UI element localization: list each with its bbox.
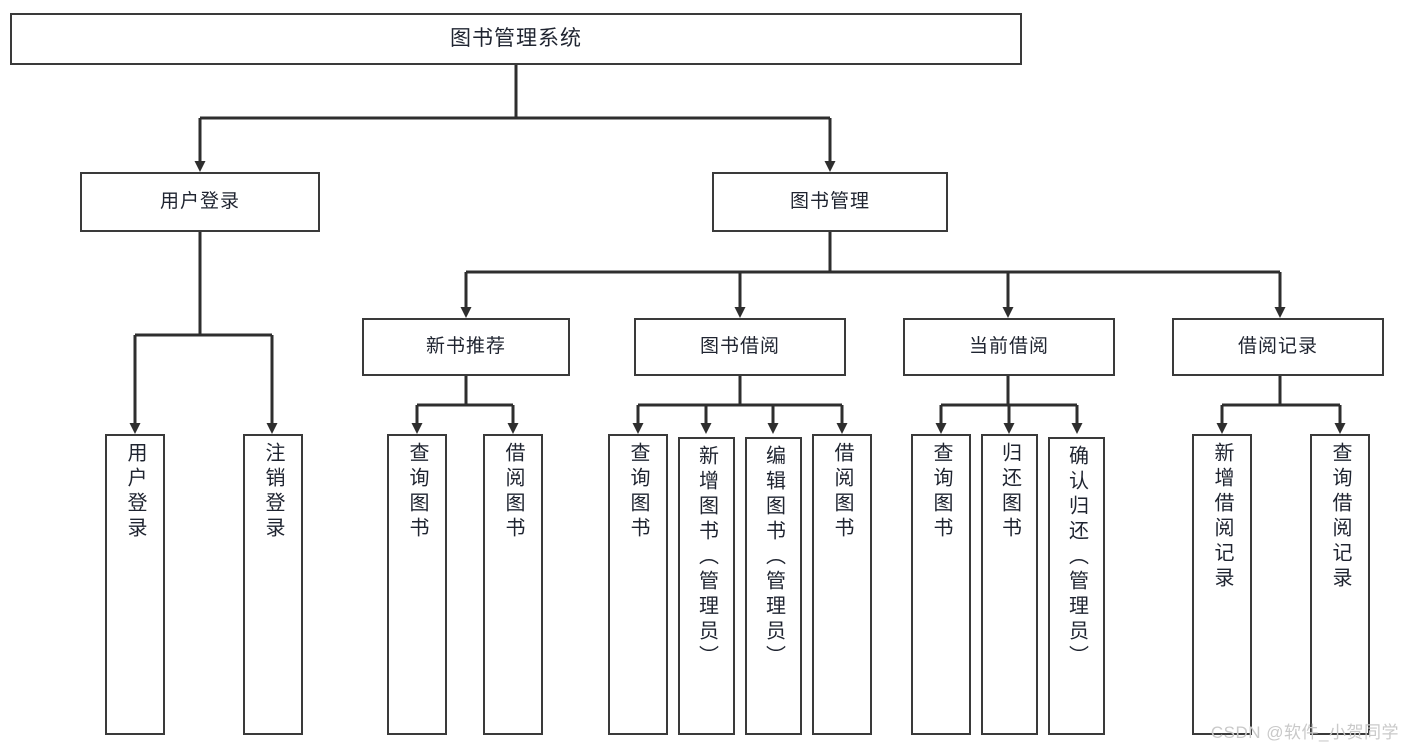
node-book-borrow[interactable]: 图书借阅 [634, 318, 846, 376]
node-new-book-recommend[interactable]: 新书推荐 [362, 318, 570, 376]
leaf-newbook-borrow-book[interactable]: 借阅图书 [483, 434, 543, 735]
leaf-bookborrow-add-book-label: 新增图书（管理员） [695, 445, 718, 670]
leaf-newbook-query-book-label: 查询图书 [406, 442, 428, 542]
node-user-login-label: 用户登录 [159, 191, 240, 213]
leaf-bookborrow-add-book[interactable]: 新增图书（管理员） [678, 437, 735, 735]
leaf-user-logout-label: 注销登录 [262, 442, 284, 542]
leaf-currentborrow-return-book[interactable]: 归还图书 [981, 434, 1038, 735]
node-borrow-record-label: 借阅记录 [1237, 336, 1318, 358]
leaf-bookborrow-query-book[interactable]: 查询图书 [608, 434, 668, 735]
leaf-newbook-query-book[interactable]: 查询图书 [387, 434, 447, 735]
leaf-borrowrecord-query-record-label: 查询借阅记录 [1329, 442, 1351, 592]
leaf-bookborrow-edit-book[interactable]: 编辑图书（管理员） [745, 437, 802, 735]
leaf-user-logout[interactable]: 注销登录 [243, 434, 303, 735]
leaf-bookborrow-borrow-book[interactable]: 借阅图书 [812, 434, 872, 735]
leaf-newbook-borrow-book-label: 借阅图书 [502, 442, 524, 542]
node-user-login[interactable]: 用户登录 [80, 172, 320, 232]
leaf-currentborrow-return-book-label: 归还图书 [998, 442, 1021, 542]
leaf-currentborrow-confirm-return-label: 确认归还（管理员） [1065, 445, 1088, 670]
node-new-book-recommend-label: 新书推荐 [425, 336, 506, 358]
leaf-bookborrow-edit-book-label: 编辑图书（管理员） [762, 445, 785, 670]
node-root-system[interactable]: 图书管理系统 [10, 13, 1022, 65]
leaf-user-login[interactable]: 用户登录 [105, 434, 165, 735]
node-borrow-record[interactable]: 借阅记录 [1172, 318, 1384, 376]
leaf-bookborrow-borrow-book-label: 借阅图书 [831, 442, 853, 542]
node-book-management[interactable]: 图书管理 [712, 172, 948, 232]
csdn-watermark: CSDN @软件_小贺同学 [1210, 723, 1399, 742]
leaf-currentborrow-query-book[interactable]: 查询图书 [911, 434, 971, 735]
leaf-currentborrow-query-book-label: 查询图书 [930, 442, 952, 542]
leaf-borrowrecord-add-record-label: 新增借阅记录 [1211, 442, 1233, 592]
leaf-borrowrecord-query-record[interactable]: 查询借阅记录 [1310, 434, 1370, 735]
node-current-borrow-label: 当前借阅 [968, 336, 1049, 358]
leaf-currentborrow-confirm-return[interactable]: 确认归还（管理员） [1048, 437, 1105, 735]
leaf-bookborrow-query-book-label: 查询图书 [627, 442, 649, 542]
node-book-borrow-label: 图书借阅 [699, 336, 780, 358]
node-current-borrow[interactable]: 当前借阅 [903, 318, 1115, 376]
leaf-user-login-label: 用户登录 [124, 442, 146, 542]
node-book-management-label: 图书管理 [789, 191, 870, 213]
leaf-borrowrecord-add-record[interactable]: 新增借阅记录 [1192, 434, 1252, 735]
node-root-label: 图书管理系统 [450, 26, 582, 50]
